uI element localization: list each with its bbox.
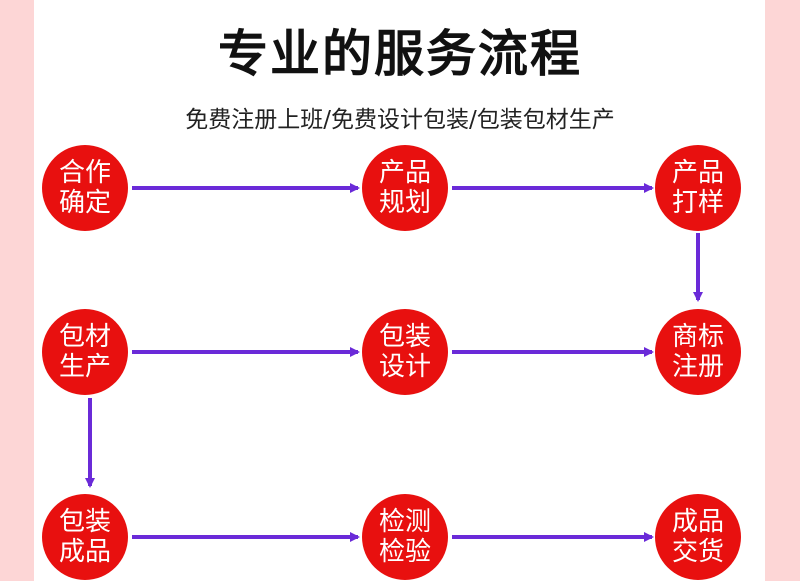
step-hezuo-queding: 合作确定 (42, 145, 128, 231)
step-chanpin-guihua: 产品规划 (362, 145, 448, 231)
page-title: 专业的服务流程 (218, 25, 582, 83)
step-jiance-jianyan: 检测检验 (362, 494, 448, 580)
step-shangbiao-zhuce: 商标注册 (655, 309, 741, 395)
step-baozhuang-chengpin: 包装成品 (42, 494, 128, 580)
step-chengpin-jiaohuo: 成品交货 (655, 494, 741, 580)
step-chanpin-dayang: 产品打样 (655, 145, 741, 231)
step-baozhuang-sheji: 包装设计 (362, 309, 448, 395)
step-baocai-shengchan: 包材生产 (42, 309, 128, 395)
content-panel (34, 0, 765, 581)
subtitle: 免费注册上班/免费设计包装/包装包材生产 (185, 107, 615, 133)
